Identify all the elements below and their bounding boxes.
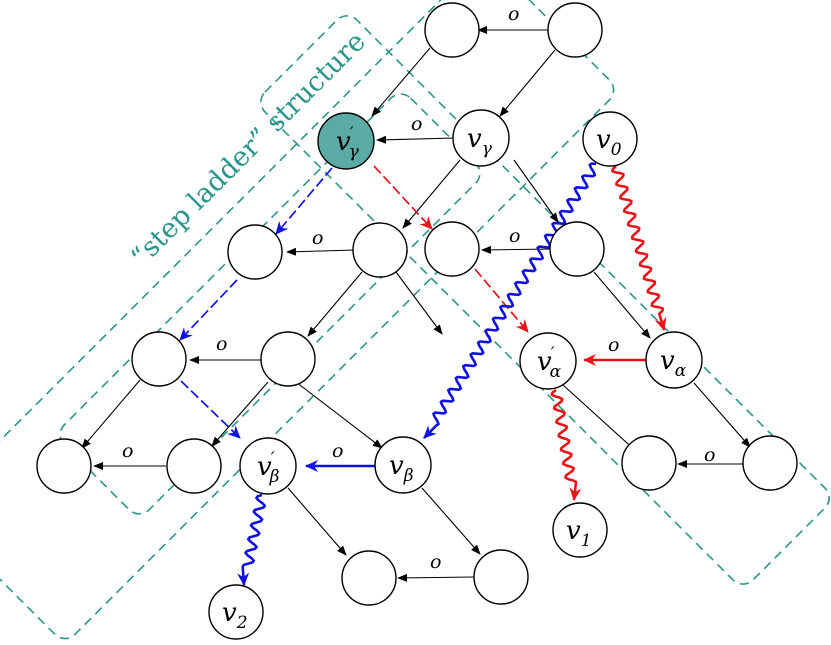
label-v-gamma: vγ — [467, 124, 493, 159]
ladder-region-left — [59, 93, 481, 515]
edge — [402, 159, 461, 229]
ladder-region-right — [260, 15, 830, 585]
edges — [81, 26, 751, 582]
wavy-path-v0-to-v-beta — [423, 162, 597, 439]
edge — [211, 381, 269, 447]
blue-dashed-edge — [179, 279, 238, 341]
edge — [481, 245, 553, 254]
edge — [286, 247, 356, 256]
edge — [376, 135, 456, 144]
node — [549, 221, 605, 277]
edge-labels: o o o o o o o o o o — [122, 3, 715, 573]
node-v-alpha — [645, 331, 703, 389]
node — [742, 435, 798, 491]
edge — [562, 384, 638, 453]
edge-label-o: o — [704, 444, 715, 466]
edge-label-o: o — [508, 3, 519, 25]
wavy-path-v0-to-v-alpha — [611, 165, 667, 331]
wavy-paths — [237, 162, 667, 586]
edge — [513, 159, 559, 223]
label-v1: v1 — [566, 516, 592, 551]
node — [131, 331, 187, 387]
edge — [693, 382, 751, 448]
edge — [593, 271, 651, 339]
wavy-path-v-beta-prime-to-v2 — [237, 493, 267, 586]
label-v-alpha: vα — [660, 346, 687, 381]
node-v1 — [552, 502, 608, 558]
edge-label-o: o — [216, 333, 227, 355]
edge-label-o: o — [122, 440, 133, 462]
node — [621, 435, 677, 491]
edge-label-o: o — [411, 113, 422, 135]
nodes — [36, 2, 798, 640]
node-labels: v′γ vγ v0 v′α vα v′β vβ v1 v2 — [222, 124, 687, 633]
node — [352, 222, 408, 278]
label-v-gamma-prime: v′γ — [336, 124, 360, 162]
node — [36, 438, 92, 494]
edge-label-o: o — [608, 334, 619, 356]
edge-label-o: o — [312, 227, 323, 249]
node-v0 — [582, 111, 638, 167]
node — [424, 2, 480, 58]
node-v-gamma-prime — [317, 112, 375, 170]
label-v0: v0 — [596, 125, 622, 160]
red-dashed-edge — [474, 268, 529, 333]
edge — [295, 381, 383, 449]
label-v2: v2 — [222, 598, 248, 633]
edge — [287, 487, 347, 556]
node — [341, 550, 397, 606]
edge — [81, 379, 141, 449]
edge — [395, 271, 443, 335]
edge — [499, 49, 556, 117]
edge — [397, 573, 475, 582]
edge — [421, 487, 481, 555]
blue-dashed-edge — [180, 380, 241, 439]
blue-dashed-edge — [275, 167, 333, 235]
node — [260, 331, 316, 387]
wavy-path-v-alpha-prime-to-v1 — [550, 388, 582, 501]
edge — [307, 271, 363, 337]
edge-label-o: o — [332, 440, 343, 462]
edge-label-o: o — [509, 225, 520, 247]
node-v-alpha-prime — [519, 332, 577, 390]
edge-label-o: o — [430, 551, 441, 573]
node-v2 — [208, 584, 264, 640]
node — [227, 224, 283, 280]
node — [473, 549, 529, 605]
node — [424, 221, 480, 277]
node — [547, 2, 603, 58]
colored-edges — [179, 165, 646, 472]
label-v-beta: vβ — [389, 451, 414, 486]
red-dashed-edge — [373, 165, 433, 230]
label-v-alpha-prime: v′α — [537, 344, 562, 382]
label-v-beta-prime: v′β — [257, 449, 280, 487]
node — [166, 438, 222, 494]
node-v-beta — [374, 436, 432, 494]
node-v-beta-prime — [239, 437, 297, 495]
edge — [371, 47, 431, 117]
node-v-gamma — [452, 109, 510, 167]
